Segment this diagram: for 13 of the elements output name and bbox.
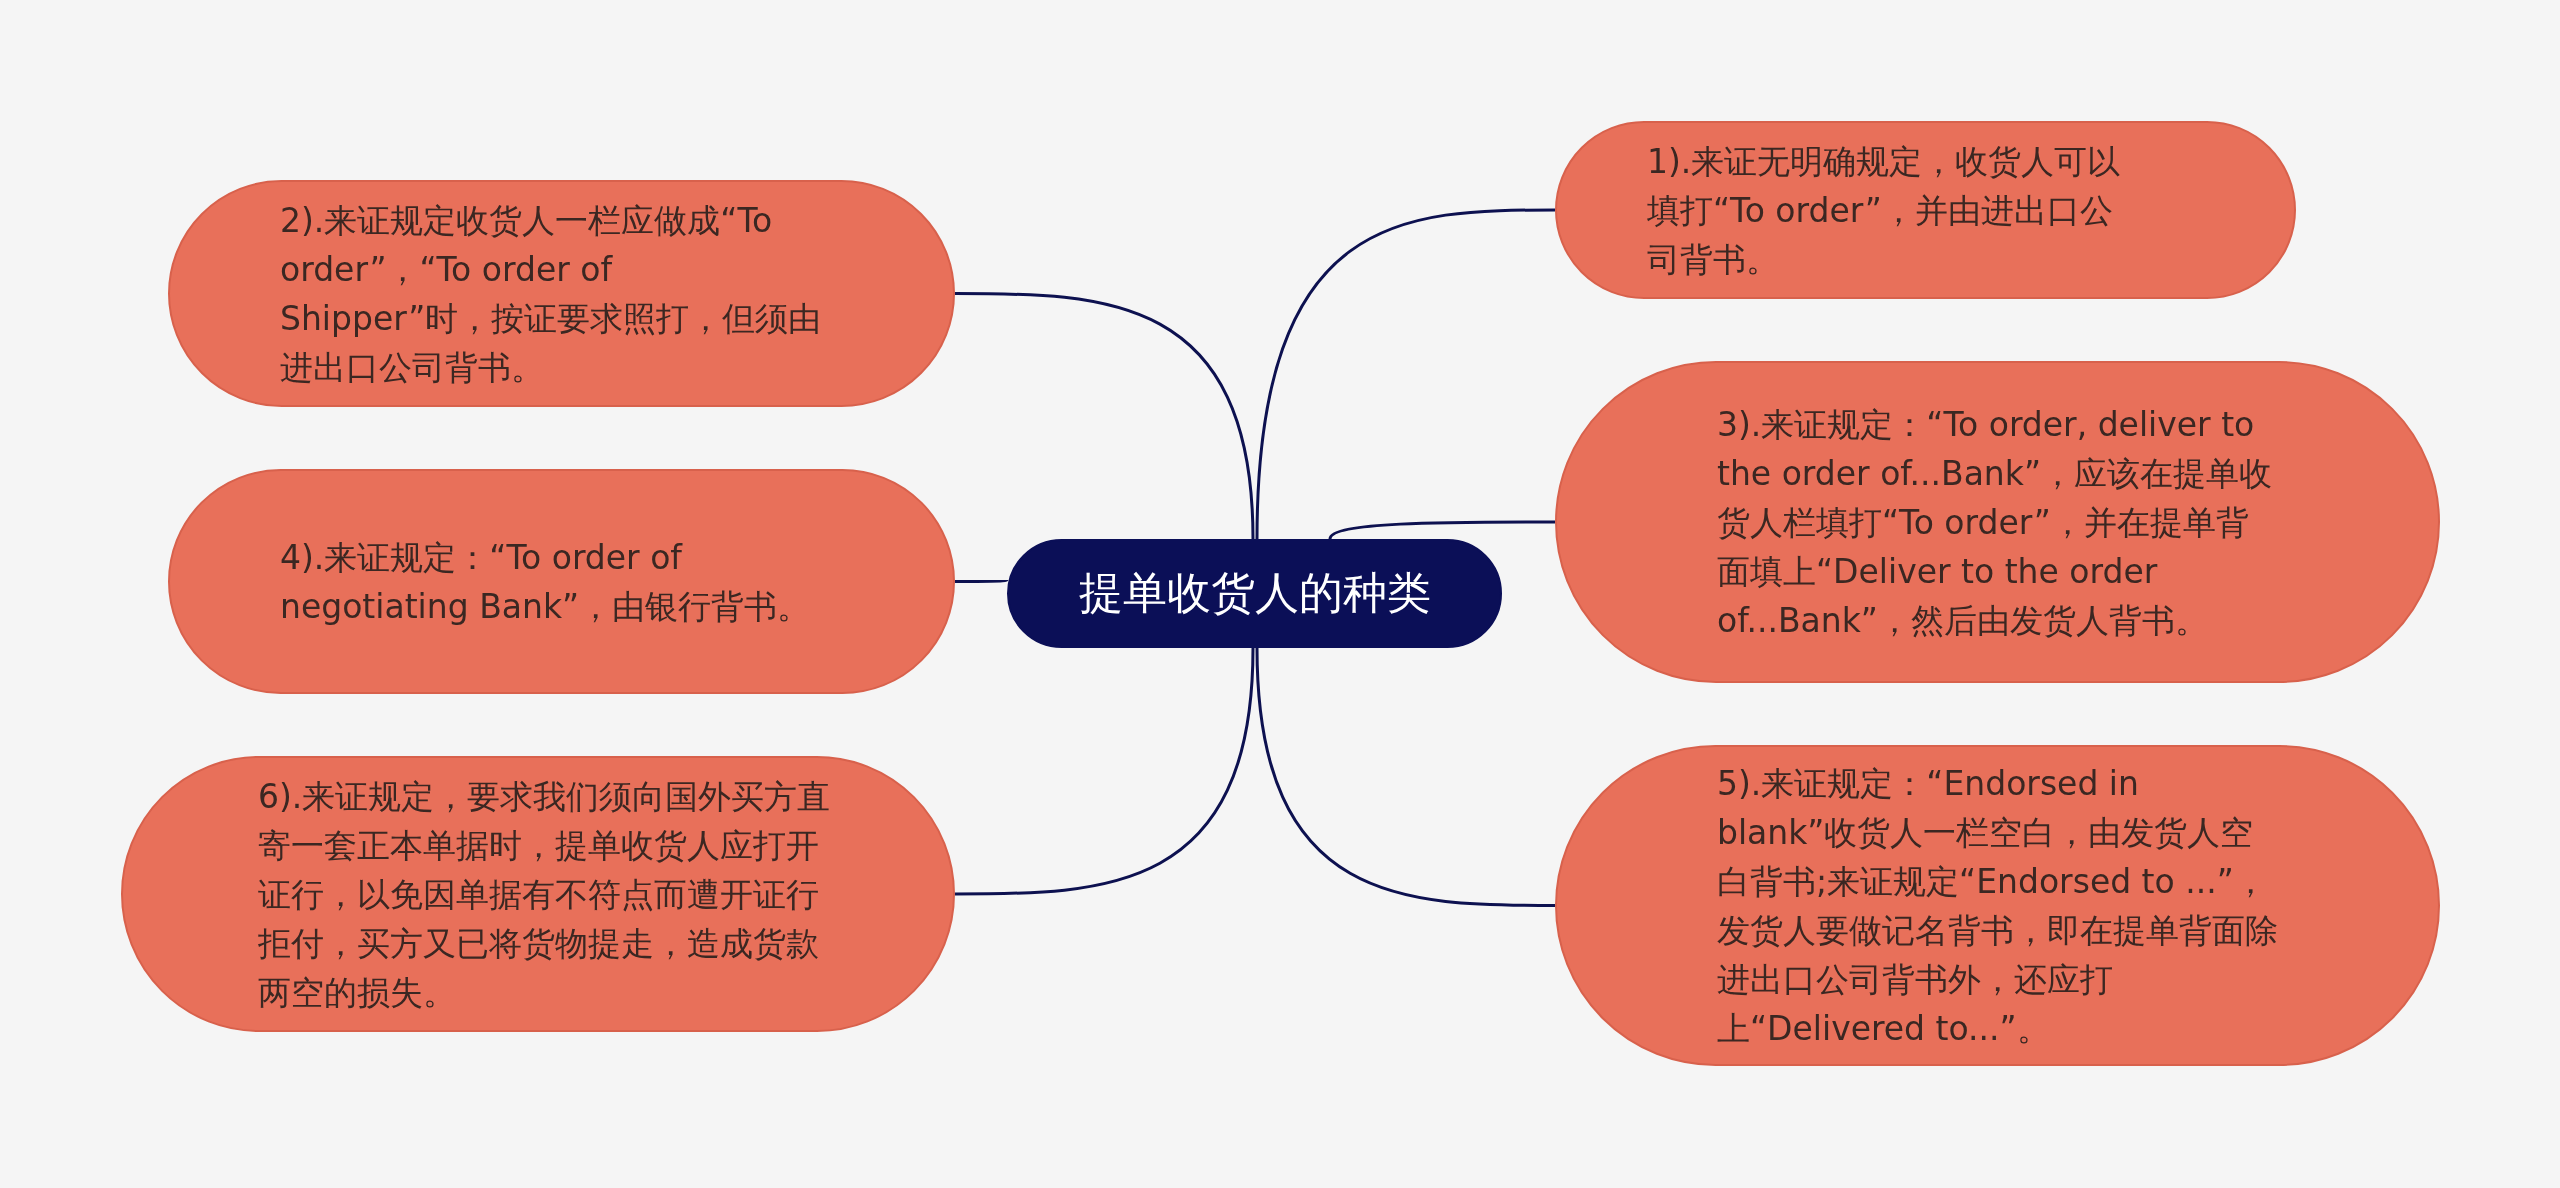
connector-line (1255, 647, 1555, 907)
topic-pill: 6).来证规定，要求我们须向国外买方直寄一套正本单据时，提单收货人应打开证行，以免因单据有不符点而遭开证行拒付，买方又已将货物提走，造成货款两空的损失。 (121, 756, 955, 1032)
topic-pill: 3).来证规定：“To order, deliver to the order of...Bank”，应该在提单收货人栏填打“To order”，并在提单背面填上“Deliver to the order of...Bank”，然后由发货人背书。 (1555, 361, 2440, 683)
connector-line (955, 647, 1255, 896)
connector-line (1328, 520, 1555, 540)
topic-pill: 2).来证规定收货人一栏应做成“To order”，“To order of Shipper”时，按证要求照打，但须由进出口公司背书。 (168, 180, 955, 407)
topic-pill: 5).来证规定：“Endorsed in blank”收货人一栏空白，由发货人空白背书;来证规定“Endorsed to ...”，发货人要做记名背书，即在提单背面除进出口公司背书外，还应打上“Delivered to...”。 (1555, 745, 2440, 1066)
connector-line (955, 578, 1008, 583)
topic-pill: 4).来证规定：“To order of negotiating Bank”，由银行背书。 (168, 469, 955, 694)
central-topic: 提单收货人的种类 (1007, 539, 1502, 648)
connector-line (1255, 208, 1555, 540)
connector-line (955, 292, 1255, 540)
topic-pill: 1).来证无明确规定，收货人可以填打“To order”，并由进出口公司背书。 (1555, 121, 2296, 299)
